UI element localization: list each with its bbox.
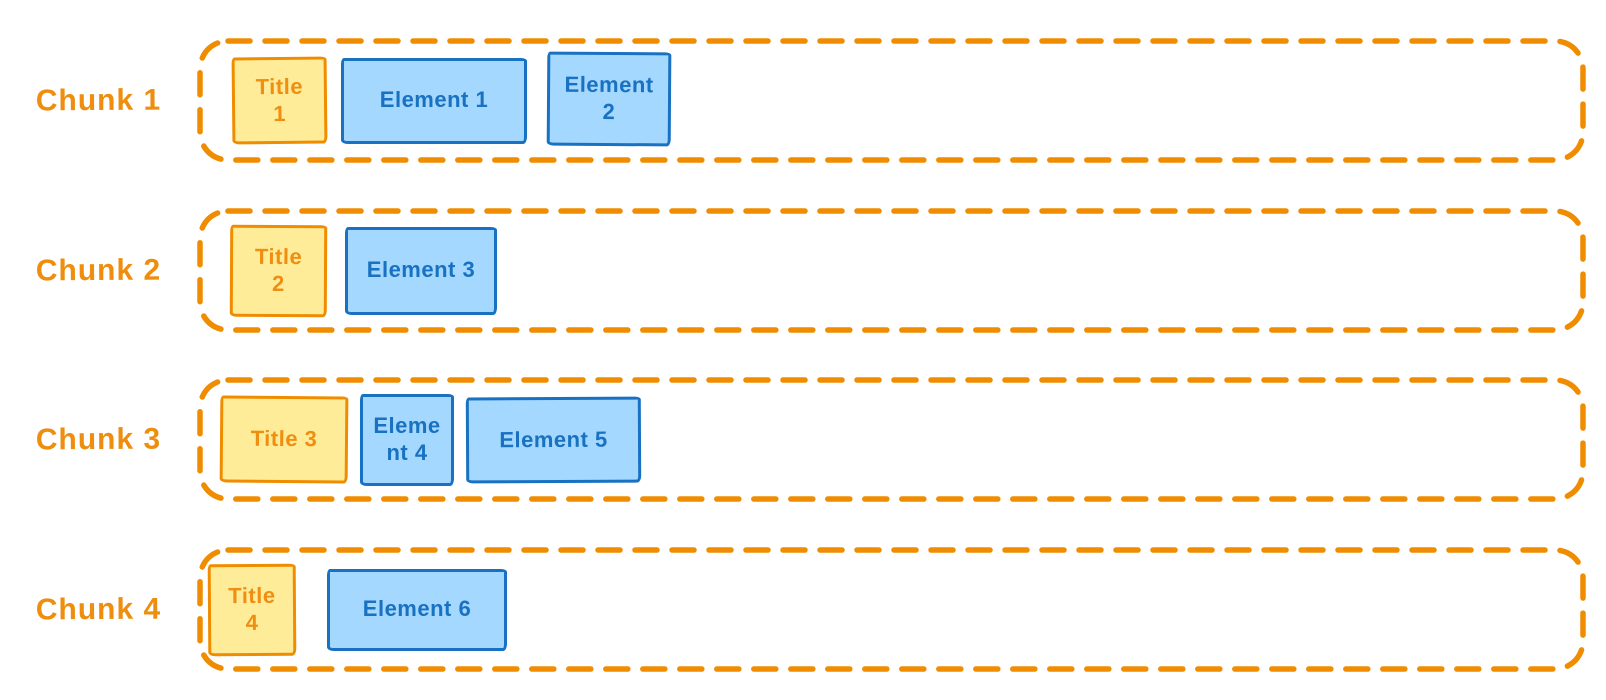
element-box: Element 1 [341, 57, 527, 144]
chunk-row-2: Chunk 2 Title 2 Element 3 [0, 208, 1606, 333]
box-line: 2 [271, 270, 285, 296]
chunk-row-4: Chunk 4 Title 4 Element 6 [0, 547, 1606, 672]
element-box: Element 5 [465, 396, 642, 483]
box-line: 2 [602, 98, 616, 124]
box-line: Element 3 [366, 257, 476, 283]
title-box: Title 4 [207, 563, 297, 656]
chunk-label: Chunk 1 [35, 83, 162, 117]
box-line: Element 5 [499, 425, 608, 452]
chunk-row-1: Chunk 1 Title 1 Element 1 Element 2 [0, 38, 1606, 163]
element-box: Element 2 [546, 51, 672, 146]
chunk-container: Title 4 Element 6 [197, 547, 1586, 672]
chunk-container: Title 3 Eleme nt 4 Element 5 [197, 377, 1586, 502]
box-line: Title 3 [250, 425, 318, 452]
title-box: Title 2 [229, 224, 328, 317]
element-box: Element 6 [327, 568, 507, 651]
box-line: 1 [273, 100, 287, 126]
chunk-label: Chunk 4 [35, 592, 162, 626]
box-line: 4 [245, 609, 259, 635]
box-line: Title [228, 582, 276, 608]
box-line: Element [564, 71, 654, 97]
title-box: Title 1 [231, 56, 328, 145]
box-line: Eleme [373, 412, 441, 438]
element-box: Eleme nt 4 [360, 393, 454, 486]
chunk-row-3: Chunk 3 Title 3 Eleme nt 4 Element 5 [0, 377, 1606, 502]
box-line: nt 4 [386, 439, 428, 465]
chunk-container: Title 2 Element 3 [197, 208, 1586, 333]
element-box: Element 3 [345, 226, 497, 315]
chunk-label: Chunk 2 [35, 253, 162, 287]
title-box: Title 3 [219, 395, 349, 484]
box-line: Title [254, 243, 303, 269]
chunk-label: Chunk 3 [35, 422, 162, 456]
box-line: Title [255, 73, 304, 99]
box-line: Element 1 [379, 87, 489, 113]
chunk-container: Title 1 Element 1 Element 2 [197, 38, 1586, 163]
box-line: Element 6 [362, 596, 472, 622]
